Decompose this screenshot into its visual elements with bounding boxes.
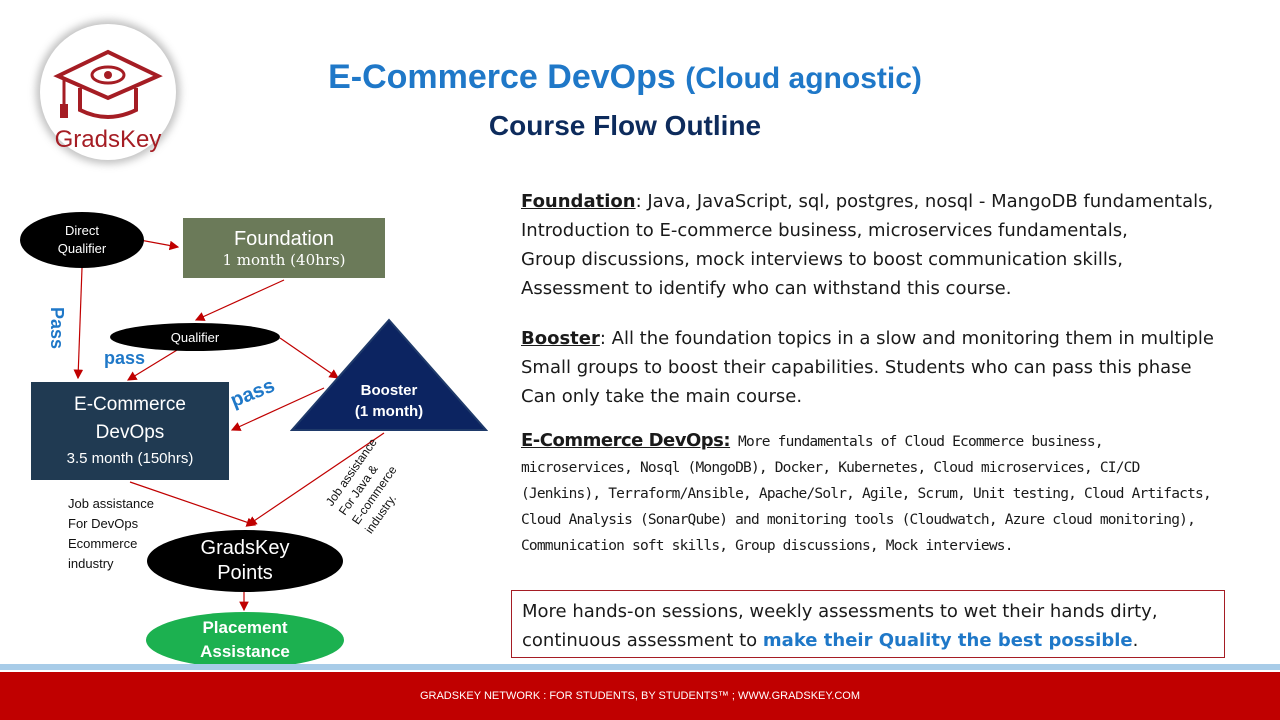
arrow-qualifier-ecom — [126, 346, 183, 381]
detail-line: Introduction to E-commerce business, mic… — [521, 220, 1128, 241]
note-line1: More hands-on sessions, weekly assessmen… — [522, 601, 1158, 622]
job-devops-line: Ecommerce — [68, 536, 138, 551]
detail-line: Group discussions, mock interviews to bo… — [521, 249, 1123, 270]
footer: GRADSKEY NETWORK : FOR STUDENTS, BY STUD… — [0, 672, 1280, 720]
logo-text: GradsKey — [54, 126, 162, 153]
arrow-booster-ecom — [230, 387, 325, 431]
job-devops-line: For DevOps — [68, 516, 139, 531]
direct-qualifier-node: Direct Qualifier — [20, 212, 144, 268]
arrow-direct-ecom — [73, 267, 84, 380]
pass-label-vertical: Pass — [47, 306, 67, 350]
arrow-booster-points — [247, 432, 385, 526]
detail-line: Cloud Analysis (SonarQube) and monitorin… — [521, 512, 1196, 528]
booster-title: Booster — [360, 382, 418, 399]
arrow-qualifier-booster — [279, 337, 339, 379]
ecom-duration: 3.5 month (150hrs) — [66, 450, 194, 467]
detail-line: More fundamentals of Cloud Ecommerce bus… — [730, 434, 1104, 450]
graduation-cap-icon — [53, 49, 163, 119]
ecom-devops-node: E-Commerce DevOps 3.5 month (150hrs) — [31, 382, 229, 480]
ecom-line2: DevOps — [95, 422, 165, 443]
logo — [40, 24, 176, 160]
note-line2-plain: continuous assessment to — [522, 630, 763, 651]
direct-line2: Qualifier — [57, 241, 107, 256]
note-line2-bold: make their Quality the best possible — [762, 630, 1133, 651]
page-title: E-Commerce DevOps (Cloud agnostic) — [0, 58, 1250, 97]
detail-line: (Jenkins), Terraform/Ansible, Apache/Sol… — [521, 486, 1212, 502]
job-assist-devops: Job assistance For DevOps Ecommerce indu… — [68, 494, 154, 574]
foundation-node: Foundation 1 month (40hrs) — [183, 218, 385, 278]
ecom-line1: E-Commerce — [74, 394, 186, 415]
direct-line1: Direct — [65, 223, 99, 238]
foundation-label: Foundation — [521, 191, 636, 212]
detail-line: Can only take the main course. — [521, 386, 803, 407]
placement-line1: Placement — [202, 618, 288, 637]
foundation-duration: 1 month (40hrs) — [222, 250, 346, 269]
arrow-ecom-points — [129, 481, 257, 527]
detail-line: : Java, JavaScript, sql, postgres, nosql… — [635, 191, 1214, 212]
note-line2-end: . — [1132, 630, 1139, 651]
booster-duration: (1 month) — [354, 403, 424, 420]
title-main: E-Commerce DevOps — [328, 58, 676, 96]
booster-node: Booster (1 month) — [330, 380, 448, 422]
detail-line: microservices, Nosql (MongoDB), Docker, … — [521, 460, 1140, 476]
points-line2: Points — [217, 562, 273, 584]
booster-label: Booster — [521, 328, 600, 349]
detail-line: Small groups to boost their capabilities… — [521, 357, 1192, 378]
ecom-detail: E-Commerce DevOps: More fundamentals of … — [521, 428, 1271, 559]
title-paren: (Cloud agnostic) — [685, 62, 922, 95]
pass-label-1: pass — [104, 348, 146, 368]
gradskey-points-node: GradsKey Points — [147, 530, 343, 592]
detail-line: Communication soft skills, Group discuss… — [521, 538, 1013, 554]
placement-node: Placement Assistance — [146, 612, 344, 668]
booster-triangle — [290, 318, 488, 431]
detail-line: Assessment to identify who can withstand… — [521, 278, 1012, 299]
job-devops-line: Job assistance — [68, 496, 154, 511]
booster-detail: Booster: All the foundation topics in a … — [521, 324, 1271, 411]
detail-line: : All the foundation topics in a slow an… — [599, 328, 1214, 349]
page-subtitle: Course Flow Outline — [488, 110, 762, 141]
flow-arrows — [73, 235, 385, 612]
ecom-label: E-Commerce DevOps: — [521, 430, 731, 451]
footer-text: GRADSKEY NETWORK : FOR STUDENTS, BY STUD… — [419, 690, 861, 702]
points-line1: GradsKey — [200, 537, 290, 559]
job-devops-line: industry — [68, 556, 114, 571]
foundation-detail: Foundation: Java, JavaScript, sql, postg… — [521, 187, 1271, 303]
note-box: More hands-on sessions, weekly assessmen… — [511, 590, 1225, 658]
foundation-title: Foundation — [233, 227, 335, 250]
arrow-foundation-qualifier — [194, 279, 285, 321]
qualifier-node: Qualifier — [110, 323, 280, 351]
footer-divider — [0, 664, 1280, 670]
placement-line2: Assistance — [200, 642, 290, 661]
